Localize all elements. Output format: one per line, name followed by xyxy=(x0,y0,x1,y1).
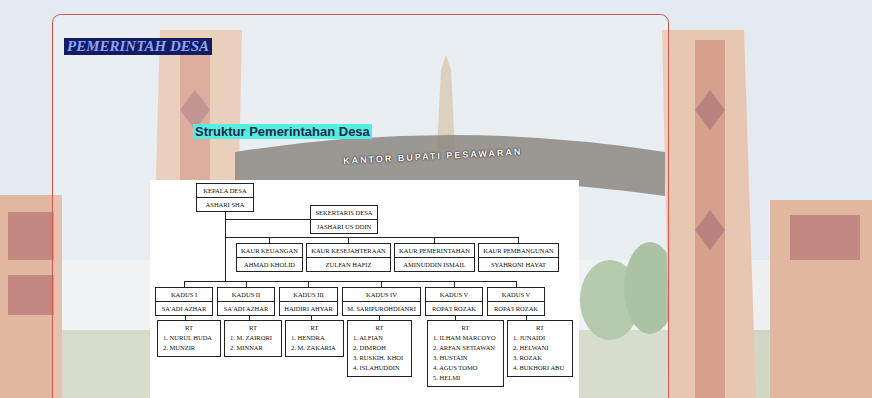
list-item: 3. RUSKIH. KHOI xyxy=(348,353,411,363)
list-heading: RT xyxy=(225,321,281,333)
position-box: KADUS IISA'ADI AZHAR xyxy=(217,287,275,316)
list-item: 4. AGUS TOMO xyxy=(428,363,503,373)
person-name: SA'ADI AZHAR xyxy=(218,301,274,315)
list-item: 4. ISLAHUDDIN xyxy=(348,363,411,373)
position-title: KADUS V xyxy=(488,288,544,301)
position-box: KADUS VROPA'I ROZAK xyxy=(425,287,483,316)
person-name: HAIDIRI AHYAR xyxy=(280,301,337,315)
position-title: KADUS II xyxy=(218,288,274,301)
org-connector xyxy=(225,212,309,287)
person-name: SYAHRONI HAYAT xyxy=(479,257,558,271)
person-name: ZULFAN HAFIZ xyxy=(307,257,390,271)
position-title: KADUS IV xyxy=(343,288,420,301)
position-title: KAUR PEMERINTAHAN xyxy=(395,244,474,257)
position-box: KAUR PEMBANGUNANSYAHRONI HAYAT xyxy=(478,243,559,272)
list-heading: RT xyxy=(508,321,572,333)
org-connector xyxy=(225,212,310,220)
person-name: ROPA'I ROZAK xyxy=(426,301,482,315)
list-item: 2. ARFAN SETIAWAN xyxy=(428,343,503,353)
right-building xyxy=(770,200,872,398)
position-title: KADUS V xyxy=(426,288,482,301)
position-title: KADUS III xyxy=(280,288,337,301)
list-item: 1. HENDRA xyxy=(286,333,343,343)
pillar-strip xyxy=(695,40,725,398)
person-name: JASHARI US DDIN xyxy=(311,219,377,233)
rt-list-box: RT1. ILHAM MARCOYO2. ARFAN SETIAWAN3. HU… xyxy=(427,320,504,387)
list-heading: RT xyxy=(158,321,220,333)
org-connector xyxy=(225,212,270,243)
person-name: ASHARI SHA xyxy=(197,197,253,211)
list-item: 2. DIMROH xyxy=(348,343,411,353)
chart-sheet xyxy=(150,180,579,398)
list-item: 1. ALFIAN xyxy=(348,333,411,343)
rt-list-box: RT1. HENDRA2. M. ZAKARIA xyxy=(285,320,344,357)
list-item: 3. HUSTAIN xyxy=(428,353,503,363)
building-ornament xyxy=(8,275,54,315)
org-connector xyxy=(225,212,516,287)
list-heading: RT xyxy=(428,321,503,333)
rt-list-box: RT1. JUNAIDI2. HELWANI3. ROZAK4. BUKHORI… xyxy=(507,320,573,377)
person-name: AMINUDDIN ISMAIL xyxy=(395,257,474,271)
content-panel xyxy=(53,15,669,398)
page-heading: PEMERINTAH DESA xyxy=(64,38,212,55)
position-box: KADUS IVM. SARIPUROHDIANRI xyxy=(342,287,421,316)
list-item: 2. HELWANI xyxy=(508,343,572,353)
list-item: 2. M. ZAKARIA xyxy=(286,343,343,353)
list-heading: RT xyxy=(348,321,411,333)
list-item: 1. JUNAIDI xyxy=(508,333,572,343)
position-box: KADUS VROPA'I ROZAK xyxy=(487,287,545,316)
gate-inscription: KANTOR BUPATI PESAWARAN xyxy=(343,147,523,166)
list-heading: RT xyxy=(286,321,343,333)
position-box: KADUS ISA'ADI AZHAR xyxy=(155,287,213,316)
position-title: KAUR PEMBANGUNAN xyxy=(479,244,558,257)
position-box: KAUR KESEJAHTERAANZULFAN HAFIZ xyxy=(306,243,391,272)
building-ornament xyxy=(790,215,860,260)
pillar-ornament xyxy=(695,210,725,250)
person-name: AHMAD KHOLID xyxy=(237,257,302,271)
building-ornament xyxy=(8,212,54,260)
position-box: KEPALA DESAASHARI SHA xyxy=(196,183,254,212)
person-name: M. SARIPUROHDIANRI xyxy=(343,301,420,315)
position-title: KADUS I xyxy=(156,288,212,301)
right-pillar xyxy=(662,30,756,398)
position-title: KAUR KESEJAHTERAAN xyxy=(307,244,390,257)
position-box: KADUS IIIHAIDIRI AHYAR xyxy=(279,287,338,316)
rt-list-box: RT1. NURUL HUDA2. MUNZIR xyxy=(157,320,221,357)
list-item: 1. NURUL HUDA xyxy=(158,333,220,343)
list-item: 4. BUKHORI ABU xyxy=(508,363,572,373)
org-connector xyxy=(184,212,225,287)
position-title: KEPALA DESA xyxy=(197,184,253,197)
pillar-ornament xyxy=(695,90,725,130)
position-box: SEKERTARIS DESAJASHARI US DDIN xyxy=(310,205,378,234)
rt-list-box: RT1. ALFIAN2. DIMROH3. RUSKIH. KHOI4. IS… xyxy=(347,320,412,377)
list-item: 5. HELMI xyxy=(428,373,503,383)
person-name: ROPA'I ROZAK xyxy=(488,301,544,315)
list-item: 3. ROZAK xyxy=(508,353,572,363)
person-name: SA'ADI AZHAR xyxy=(156,301,212,315)
list-item: 1. M. ZAIRORI xyxy=(225,333,281,343)
list-item: 2. MUNZIR xyxy=(158,343,220,353)
list-item: 2. MINNAR xyxy=(225,343,281,353)
position-box: KAUR KEUANGANAHMAD KHOLID xyxy=(236,243,303,272)
position-title: KAUR KEUANGAN xyxy=(237,244,302,257)
position-box: KAUR PEMERINTAHANAMINUDDIN ISMAIL xyxy=(394,243,475,272)
rt-list-box: RT1. M. ZAIRORI2. MINNAR xyxy=(224,320,282,357)
position-title: SEKERTARIS DESA xyxy=(311,206,377,219)
section-heading: Struktur Pemerintahan Desa xyxy=(193,124,372,139)
list-item: 1. ILHAM MARCOYO xyxy=(428,333,503,343)
